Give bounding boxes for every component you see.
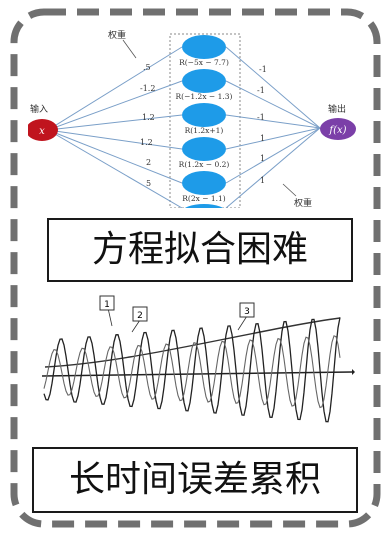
- input-weight-6: 5: [146, 179, 151, 188]
- oscillation-wave-2: [43, 335, 341, 409]
- input-weight-1: .5: [143, 63, 151, 72]
- wave-marker-1-box: [99, 295, 115, 311]
- output-weight-4: 1: [260, 134, 265, 143]
- output-node-label: f(x): [328, 125, 346, 136]
- input-label: 输入: [30, 103, 48, 115]
- wave-marker-2-box: [132, 306, 148, 322]
- hidden-neuron-1: [182, 35, 226, 59]
- hidden-neuron-5: [182, 171, 226, 195]
- wave-marker-2: 2: [137, 311, 143, 321]
- input-connections: [47, 46, 183, 208]
- output-weight-1: -1: [259, 65, 267, 74]
- input-node: [28, 119, 58, 141]
- output-label: 输出: [328, 103, 346, 115]
- neuron-formula-2: R(−1.2x − 1.3): [176, 92, 233, 101]
- input-weight-5: 2: [146, 158, 151, 167]
- error-accumulation-waves: 1 2 3: [41, 295, 355, 423]
- neuron-formula-3: R(1.2x+1): [185, 126, 224, 135]
- weight-label-bottom: 权重: [294, 197, 312, 208]
- wave-axis-arrow: [352, 369, 355, 375]
- hidden-neuron-4: [182, 137, 226, 161]
- input-weight-4: 1.2: [140, 138, 153, 147]
- output-connections: [225, 46, 321, 208]
- neuron-formula-5: R(2x − 1.1): [182, 194, 226, 203]
- neuron-formula-1: R(−5x − 7.7): [179, 58, 229, 67]
- neural-network-diagram: 权重 权重 .5 -1.2 1.2 1.2 2 5 -1 -1 -1 1 1 1…: [28, 29, 356, 208]
- trend-line: [44, 317, 341, 368]
- hidden-neuron-6: [184, 204, 224, 208]
- caption-equation-fitting-difficult: 方程拟合困难: [47, 218, 353, 282]
- input-weight-2: -1.2: [140, 84, 155, 93]
- wave-marker-3: 3: [244, 307, 250, 317]
- neuron-formula-4: R(1.2x − 0.2): [179, 160, 230, 169]
- input-node-label: x: [39, 126, 45, 137]
- weight-arrow-top: [122, 39, 137, 59]
- hidden-layer-box: [169, 33, 241, 208]
- weight-arrow-bottom: [282, 183, 297, 197]
- wave-marker-3-box: [239, 302, 255, 318]
- output-weight-5: 1: [260, 154, 265, 163]
- caption-long-term-error-accumulation: 长时间误差累积: [32, 447, 358, 513]
- wave-marker-1: 1: [104, 300, 110, 310]
- oscillation-wave-1: [43, 317, 341, 423]
- input-weight-3: 1.2: [142, 113, 155, 122]
- weight-label-top: 权重: [108, 29, 126, 41]
- hidden-neuron-3: [182, 103, 226, 127]
- hidden-neuron-2: [182, 69, 226, 93]
- output-weight-6: 1: [260, 176, 265, 185]
- output-weight-3: -1: [257, 113, 265, 122]
- output-node: [320, 118, 356, 140]
- wave-axis: [41, 371, 353, 377]
- output-weight-2: -1: [257, 86, 265, 95]
